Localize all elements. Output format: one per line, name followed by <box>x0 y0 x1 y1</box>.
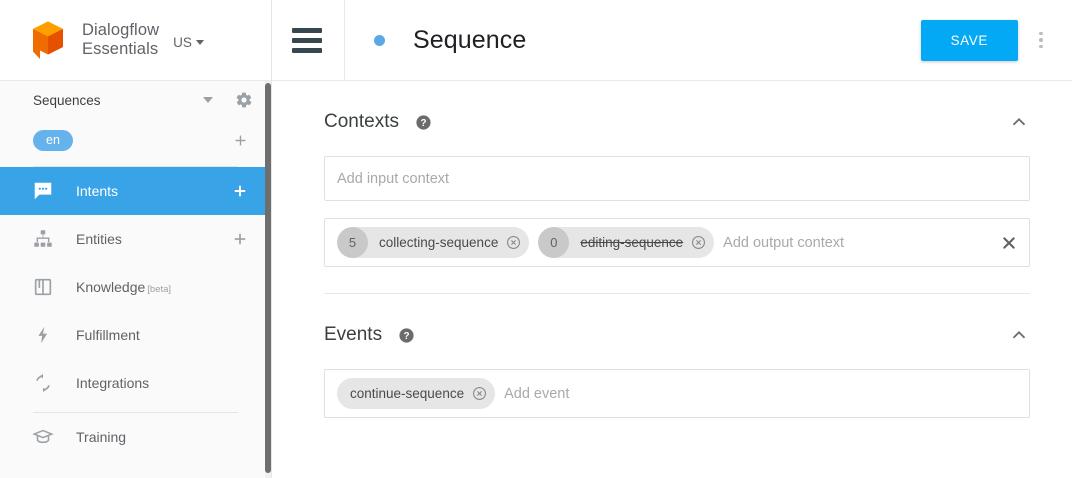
remove-circle-icon[interactable] <box>472 386 487 401</box>
sidebar-item-label: Fulfillment <box>76 327 140 343</box>
topbar-divider <box>344 0 345 81</box>
sidebar-item-knowledge[interactable]: Knowledge [beta] <box>0 263 271 311</box>
graduation-cap-icon <box>32 426 54 448</box>
agent-name: Sequences <box>33 92 101 108</box>
svg-text:?: ? <box>404 331 410 342</box>
beta-badge: [beta] <box>147 284 172 295</box>
main-panel: Sequence SAVE Contexts ? <box>272 0 1072 478</box>
chevron-up-icon[interactable] <box>1008 324 1030 346</box>
blue-dot-icon <box>374 34 385 46</box>
sidebar-item-label: Integrations <box>76 375 150 391</box>
brand-name-line1: Dialogflow <box>82 21 160 39</box>
topbar: Sequence SAVE <box>272 0 1072 81</box>
sidebar-item-label: Knowledge <box>76 279 146 295</box>
help-circle-icon[interactable]: ? <box>398 327 415 344</box>
caret-down-icon[interactable] <box>203 97 213 103</box>
language-chip-en[interactable]: en <box>33 129 73 151</box>
brand-name-line2: Essentials <box>82 40 159 58</box>
sidebar-item-intents[interactable]: Intents <box>0 167 271 215</box>
region-selector[interactable]: US <box>173 35 204 50</box>
sidebar-item-fulfillment[interactable]: Fulfillment <box>0 311 271 359</box>
section-title: Contexts <box>324 111 399 132</box>
output-context-chip[interactable]: 5 collecting-sequence <box>337 227 530 258</box>
dialogflow-cube-logo <box>26 18 70 62</box>
remove-circle-icon[interactable] <box>506 235 521 250</box>
hierarchy-icon <box>32 228 54 250</box>
events-header: Events ? <box>324 318 1030 352</box>
sidebar: Dialogflow Essentials US Sequences en <box>0 0 272 478</box>
hamburger-menu-icon[interactable] <box>292 27 322 53</box>
sidebar-item-label: Entities <box>76 231 122 247</box>
event-chip[interactable]: continue-sequence <box>337 378 496 409</box>
input-context-placeholder: Add input context <box>337 170 450 187</box>
sidebar-divider-top <box>33 166 238 167</box>
sidebar-item-label: Intents <box>76 183 119 199</box>
chevron-up-icon[interactable] <box>1008 111 1030 133</box>
sidebar-item-integrations[interactable]: Integrations <box>0 359 271 407</box>
region-label: US <box>173 35 192 50</box>
sidebar-item-knowledge-label: Knowledge [beta] <box>76 279 249 295</box>
content-area: Contexts ? Add input <box>272 81 1072 418</box>
page-title: Sequence <box>413 25 527 54</box>
contexts-header: Contexts ? <box>324 105 1030 139</box>
events-section: Events ? <box>324 294 1030 418</box>
sidebar-item-entities[interactable]: Entities <box>0 215 271 263</box>
contexts-section: Contexts ? Add input <box>324 81 1030 294</box>
sidebar-divider-bottom <box>33 412 238 413</box>
caret-down-icon <box>195 40 204 45</box>
output-context-chip[interactable]: 0 editing-sequence <box>538 227 715 258</box>
refresh-arrows-icon <box>32 372 54 394</box>
language-row: en <box>0 119 271 161</box>
kebab-menu-icon[interactable] <box>1026 31 1056 49</box>
context-name: editing-sequence <box>580 235 684 250</box>
lightning-bolt-icon <box>32 324 54 346</box>
help-circle-icon[interactable]: ? <box>415 114 432 131</box>
gear-icon[interactable] <box>235 91 253 109</box>
save-button[interactable]: SAVE <box>920 19 1018 61</box>
sidebar-item-training[interactable]: Training <box>0 413 271 461</box>
section-title: Events <box>324 324 383 345</box>
svg-text:?: ? <box>420 118 426 129</box>
lifespan-badge: 0 <box>538 227 570 258</box>
plus-icon[interactable] <box>232 132 249 149</box>
sidebar-item-label: Training <box>76 429 127 445</box>
output-context-placeholder: Add output context <box>723 234 845 251</box>
agent-selector[interactable]: Sequences <box>0 81 271 119</box>
event-name: continue-sequence <box>350 386 465 401</box>
context-name: collecting-sequence <box>379 235 499 250</box>
remove-circle-icon[interactable] <box>691 235 706 250</box>
close-x-icon[interactable] <box>1001 235 1017 251</box>
lifespan-badge: 5 <box>337 227 368 258</box>
input-context-field[interactable]: Add input context <box>324 156 1030 201</box>
brand-header: Dialogflow Essentials US <box>0 0 271 81</box>
add-entity-button[interactable] <box>231 230 249 248</box>
section-divider <box>324 293 1030 294</box>
sidebar-scrollbar[interactable] <box>265 81 271 478</box>
events-field[interactable]: continue-sequence Add event <box>324 369 1030 418</box>
speech-bubble-icon <box>32 180 54 202</box>
output-context-field[interactable]: 5 collecting-sequence 0 editing-se <box>324 218 1030 267</box>
add-intent-button[interactable] <box>231 182 249 200</box>
event-placeholder: Add event <box>504 385 570 402</box>
book-icon <box>32 276 54 298</box>
